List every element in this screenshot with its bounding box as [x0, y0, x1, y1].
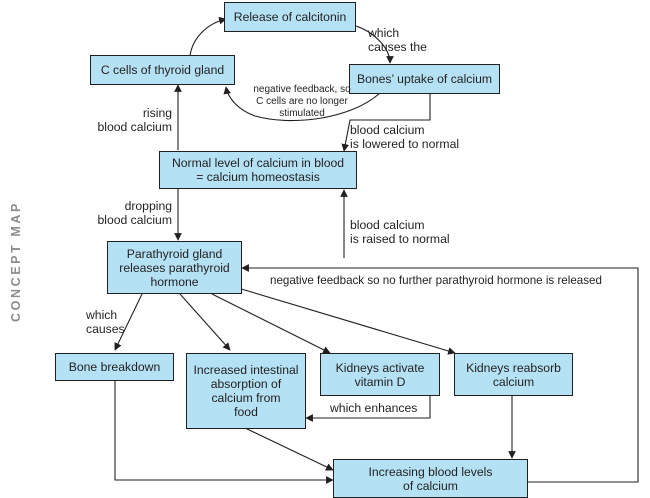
- arrow-bones-to-normal: [341, 94, 431, 152]
- node-label-line: of calcium: [403, 478, 458, 493]
- node-label: C cells of thyroid gland: [100, 63, 225, 77]
- link-label-which-causes-the: which causes the: [368, 26, 427, 54]
- link-label-line: rising: [142, 106, 172, 120]
- node-label-line: absorption of: [210, 377, 282, 391]
- link-label-line: which: [86, 308, 118, 322]
- link-label-which-causes: which causes: [86, 308, 125, 336]
- link-label-line: C cells are no longer: [256, 96, 348, 107]
- arrow-parathyroid-to-kidneys-vitd: [211, 293, 331, 354]
- arrow-parathyroid-to-kidneys-reabsorb: [237, 287, 456, 355]
- node-label: Release of calcitonin: [233, 10, 347, 24]
- arrow-calcitonin-to-bones: [355, 25, 394, 64]
- node-label-line: Increased intestinal: [193, 363, 299, 377]
- arrow-intestinal-to-increasing: [244, 427, 334, 471]
- node-label-line: hormone: [150, 274, 199, 289]
- link-label-line: causes the: [368, 40, 427, 54]
- link-label-dropping-blood-calcium: dropping blood calcium: [86, 199, 172, 227]
- link-label-negative-feedback-c-cells: negative feedback, so C cells are no lon…: [246, 84, 358, 120]
- arrow-ccells-to-calcitonin: [189, 16, 227, 57]
- node-c-cells-of-thyroid-gland: C cells of thyroid gland: [90, 55, 235, 85]
- link-label-line: blood calcium: [97, 120, 172, 134]
- link-label-line: is raised to normal: [350, 232, 450, 246]
- arrow-bone-breakdown-to-increasing: [114, 381, 334, 484]
- node-normal-level-of-calcium: Normal level of calcium in blood= calciu…: [159, 151, 357, 189]
- node-label-line: = calcium homeostasis: [196, 170, 320, 184]
- link-label-lowered-to-normal: blood calcium is lowered to normal: [350, 123, 459, 151]
- node-label-line: Increasing blood levels: [368, 464, 493, 479]
- node-label-line: Normal level of calcium in blood: [171, 156, 345, 170]
- node-label-line: calcium from: [211, 391, 281, 405]
- link-label-line: blood calcium: [350, 123, 425, 137]
- node-label-line: Parathyroid gland: [126, 246, 223, 261]
- link-label-line: stimulated: [279, 108, 325, 119]
- arrow-parathyroid-to-bone-breakdown: [114, 293, 143, 351]
- arrow-parathyroid-to-intestinal: [179, 293, 231, 351]
- link-label-negative-feedback-pth: negative feedback so no further parathyr…: [270, 274, 602, 287]
- link-label-line: dropping: [124, 199, 172, 213]
- node-label-line: calcium: [492, 374, 535, 389]
- node-label: Bones’ uptake of calcium: [356, 72, 493, 86]
- arrow-kidneys-vitd-to-intestinal: [305, 396, 431, 422]
- node-label-line: vitamin D: [354, 374, 406, 389]
- link-label-line: negative feedback, so: [253, 84, 351, 95]
- link-label-which-enhances: which enhances: [330, 401, 418, 415]
- node-label-line: Kidneys activate: [335, 360, 425, 375]
- arrow-bones-feedback-to-ccells: [223, 86, 381, 122]
- link-label-line: causes: [86, 322, 125, 336]
- node-bone-breakdown: Bone breakdown: [55, 353, 174, 381]
- link-label-line: blood calcium: [350, 218, 425, 232]
- link-label-line: which: [368, 26, 400, 40]
- node-label-line: releases parathyroid: [119, 260, 230, 275]
- node-release-of-calcitonin: Release of calcitonin: [224, 2, 356, 32]
- link-label-line: is lowered to normal: [350, 137, 460, 151]
- arrow-increasing-feedback-to-parathyroid: [241, 264, 639, 483]
- node-label: Bone breakdown: [68, 360, 161, 374]
- link-label-raised-to-normal: blood calcium is raised to normal: [350, 218, 450, 246]
- node-bones-uptake-of-calcium: Bones’ uptake of calcium: [349, 64, 500, 94]
- node-label-line: food: [234, 405, 258, 419]
- link-label-line: blood calcium: [97, 213, 172, 227]
- link-label-rising-blood-calcium: rising blood calcium: [86, 106, 172, 134]
- node-label-line: Kidneys reabsorb: [466, 360, 561, 375]
